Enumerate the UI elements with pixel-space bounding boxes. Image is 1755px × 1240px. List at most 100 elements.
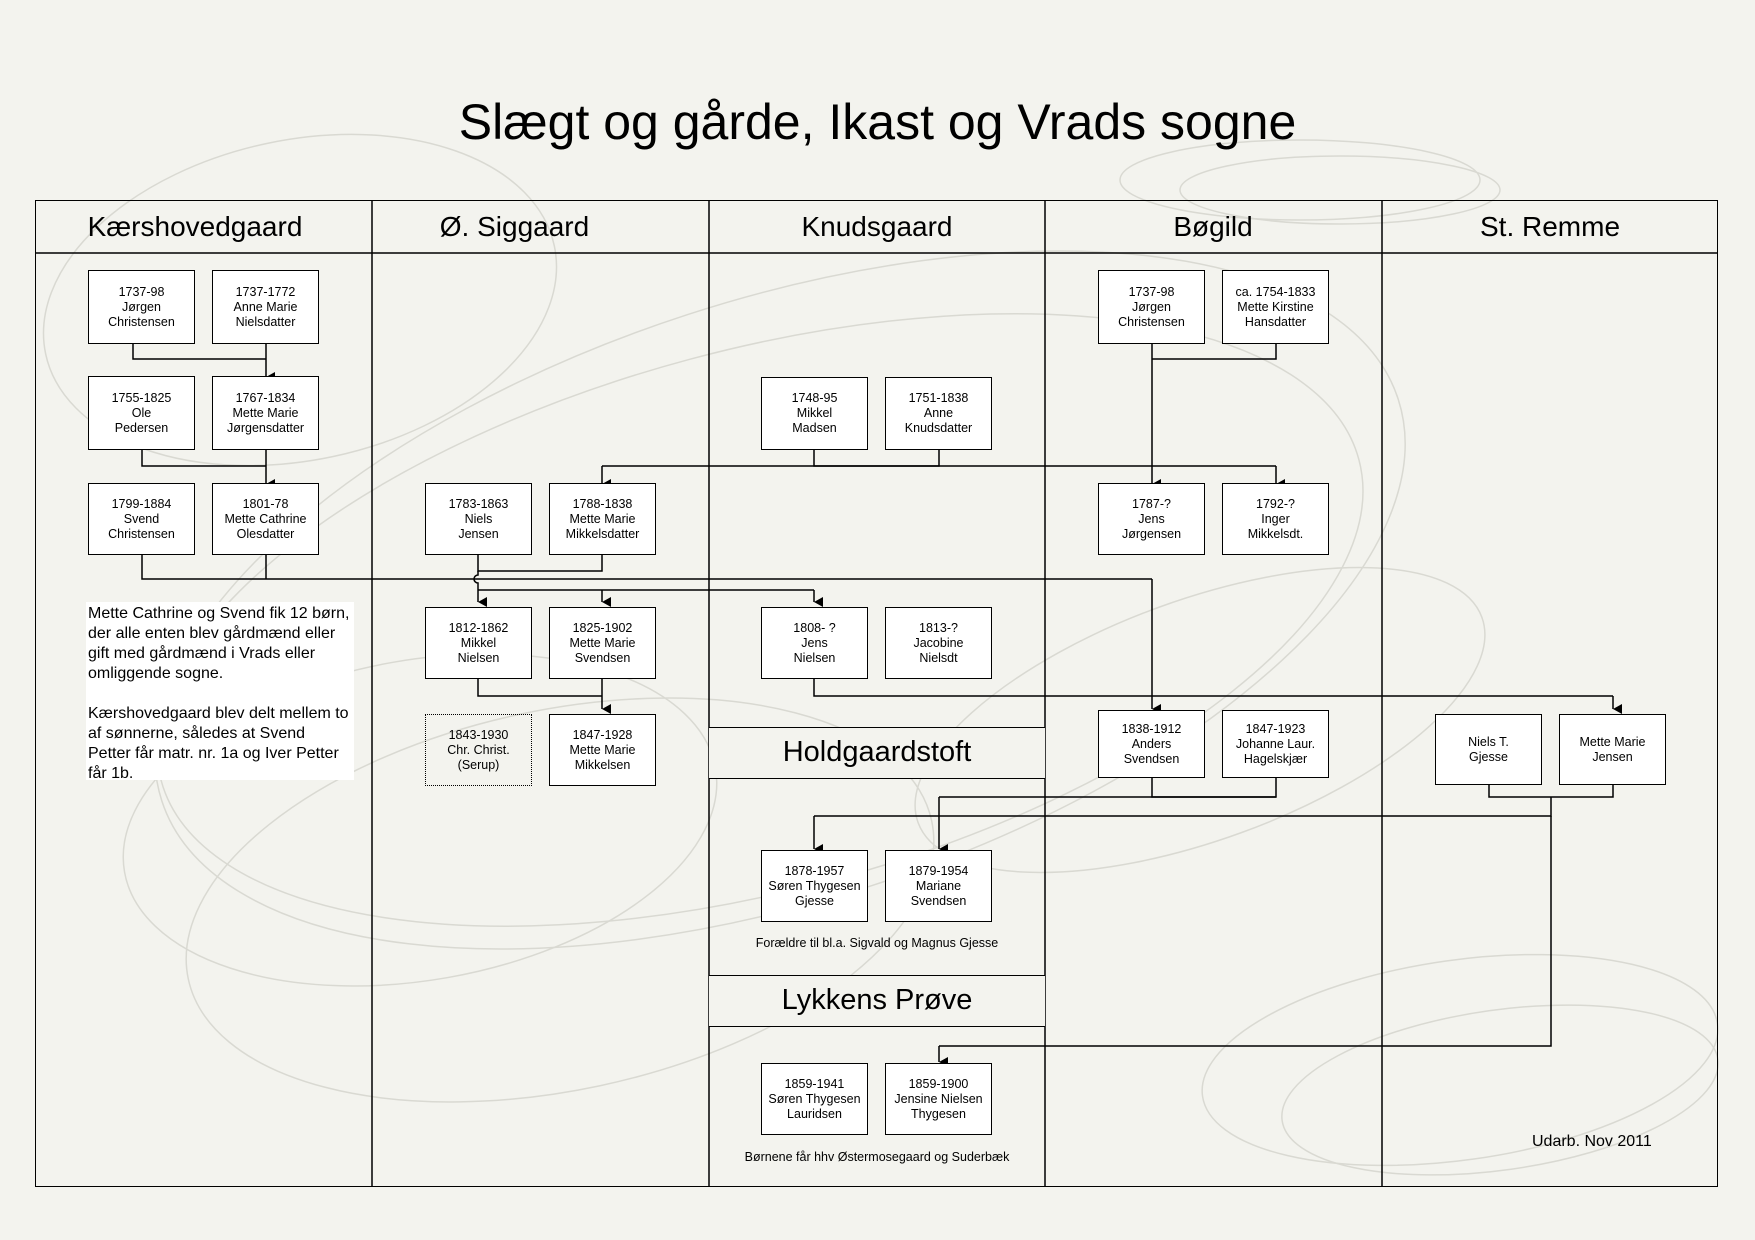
person-name: Mikkel [796, 406, 833, 420]
section-lykkens-prove: Lykkens Prøve [709, 975, 1045, 1027]
person-years: 1787-? [1132, 496, 1171, 511]
column-header-knudsgaard: Knudsgaard [801, 211, 953, 242]
caption-lykkens-prove: Børnene får hhv Østermosegaard og Suderb… [744, 1150, 1010, 1164]
person-name: Jensine Nielsen [894, 1091, 983, 1106]
person-surname: Jensen [1592, 749, 1633, 764]
person-surname: Hagelskjær [1243, 751, 1308, 766]
column-header-oe-siggaard: Ø. Siggaard [439, 211, 590, 242]
person-name: Inger [1261, 511, 1290, 526]
person-surname: (Serup) [457, 757, 500, 772]
person-box-r-niels: Niels T.Gjesse [1435, 714, 1542, 785]
person-surname: Gjesse [1469, 749, 1508, 764]
person-surname: Nielsdt [919, 650, 958, 665]
person-surname: Thygesen [911, 1106, 966, 1121]
person-name: Jørgen [122, 299, 161, 314]
person-name: Niels [464, 511, 493, 526]
person-years: 1783-1863 [448, 496, 509, 511]
person-name: Mariane [915, 878, 962, 893]
person-years: 1878-1957 [784, 863, 845, 878]
person-name: Jens [1138, 511, 1165, 526]
family-note: Mette Cathrine og Svend fik 12 børn, der… [86, 602, 354, 782]
person-name: Mette Marie [569, 511, 636, 526]
person-years: 1737-98 [1128, 284, 1175, 299]
person-years: 1755-1825 [111, 390, 172, 405]
person-name: Niels T. [1468, 734, 1509, 749]
person-surname: Svendsen [910, 893, 967, 908]
person-surname: Mikkelsdatter [565, 526, 640, 541]
person-years: 1751-1838 [908, 391, 969, 405]
person-surname: Nielsen [457, 650, 500, 665]
person-years: 1748-95 [791, 391, 838, 405]
person-name: Mette Marie [232, 405, 299, 420]
column-header-kaershovedgaard: Kærshovedgaard [87, 211, 303, 242]
person-years: 1859-1900 [908, 1076, 969, 1091]
person-name: Jørgen [1132, 299, 1171, 314]
person-years: 1847-1928 [572, 727, 633, 742]
person-surname: Jensen [458, 526, 499, 541]
person-years: 1843-1930 [448, 727, 509, 742]
person-years: 1838-1912 [1121, 721, 1182, 736]
person-surname: Gjesse [795, 893, 834, 908]
person-name: Johanne Laur. [1235, 736, 1316, 751]
person-surname: Svendsen [574, 650, 631, 665]
column-header-boegild: Bøgild [1173, 211, 1253, 242]
person-years: 1847-1923 [1245, 721, 1306, 736]
person-surname: Mikkelsen [574, 757, 631, 772]
person-name: Anne Marie [233, 299, 298, 314]
person-surname: Svendsen [1123, 751, 1180, 766]
person-years: 1737-1772 [235, 284, 296, 299]
person-name: Ole [131, 405, 152, 420]
person-years: 1813-? [919, 620, 958, 635]
person-surname: Madsen [792, 421, 837, 435]
person-surname: Mikkelsdt. [1247, 526, 1304, 541]
person-surname: Nielsdatter [235, 314, 296, 329]
person-name: Mette Cathrine [224, 511, 307, 526]
person-name: Anders [1131, 736, 1172, 751]
person-surname: Hansdatter [1244, 314, 1307, 329]
person-years: 1792-? [1256, 496, 1295, 511]
person-surname: Lauridsen [787, 1106, 842, 1121]
person-surname: Pedersen [114, 420, 169, 435]
person-surname: Jørgensdatter [226, 420, 305, 435]
diagram-title: Slægt og gårde, Ikast og Vrads sogne [458, 94, 1297, 150]
person-surname: Olesdatter [236, 526, 295, 541]
person-years: 1799-1884 [111, 496, 172, 511]
person-years: 1767-1834 [235, 390, 296, 405]
person-name: Søren Thygesen [768, 1091, 861, 1106]
person-years: 1737-98 [118, 284, 165, 299]
section-holdgaardstoft: Holdgaardstoft [709, 727, 1045, 779]
person-surname: Jørgensen [1121, 526, 1182, 541]
person-surname: Nielsen [793, 650, 836, 665]
person-surname: Christensen [108, 526, 175, 541]
person-name: Mette Marie [1579, 734, 1646, 749]
note-paragraph-2: Kærshovedgaard blev delt mellem to af sø… [88, 705, 349, 782]
person-surname: Knudsdatter [904, 421, 973, 435]
person-name: Mikkel [460, 635, 497, 650]
person-name: Søren Thygesen [768, 878, 861, 893]
